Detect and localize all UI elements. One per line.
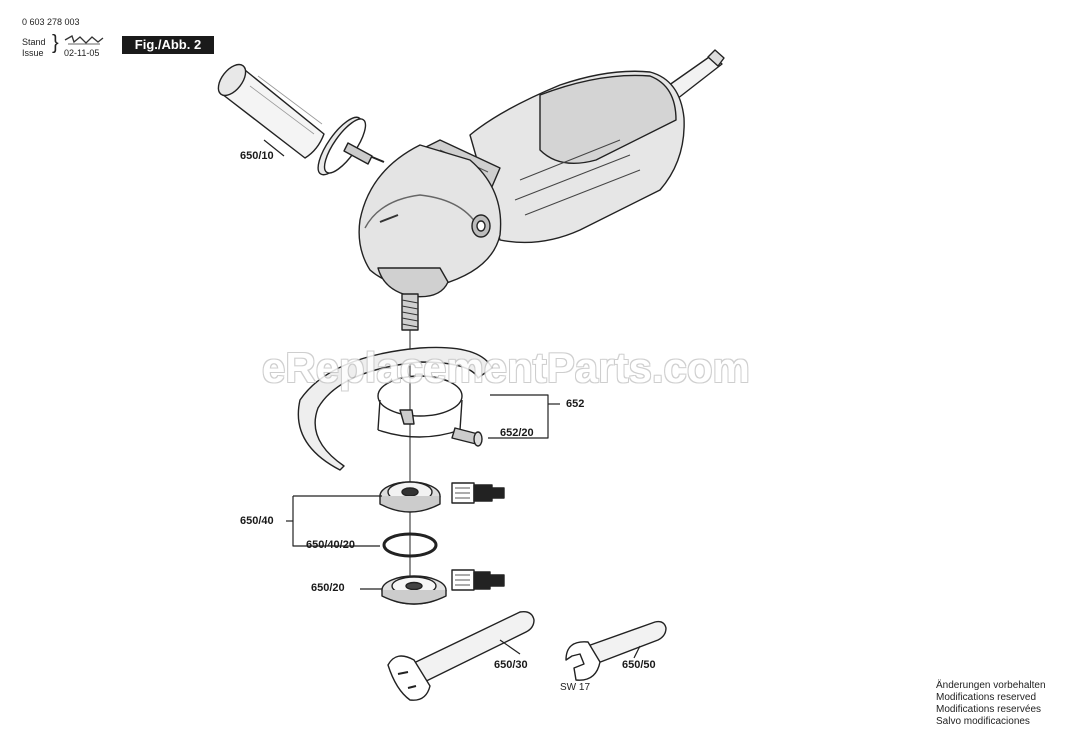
document-number: 0 603 278 003 [22, 17, 80, 27]
notes-block: Änderungen vorbehalten Modifications res… [936, 680, 1046, 728]
mounting-flange-drawing [379, 481, 441, 513]
callout-flange-set: 650/40 [240, 515, 274, 527]
callout-pin-wrench: 650/30 [494, 659, 528, 671]
flange-detail-drawing [451, 482, 505, 504]
note-spanish: Salvo modificaciones [936, 716, 1030, 727]
angle-grinder-drawing [358, 49, 725, 331]
callout-clamp-nut: 650/20 [311, 582, 345, 594]
stand-label: Stand [22, 37, 46, 47]
callout-guard: 652 [566, 398, 585, 410]
watermark-text: eReplacementParts.com [262, 344, 750, 391]
callout-open-wrench: 650/50 [622, 659, 656, 671]
figure-label: Fig./Abb. 2 [122, 36, 214, 54]
wheel-guard-drawing [297, 346, 493, 471]
callout-handle: 650/10 [240, 150, 274, 162]
issue-label: Issue [22, 48, 44, 58]
note-french: Modifications reservées [936, 704, 1042, 715]
pin-wrench-drawing [387, 610, 535, 701]
callout-guard-screw: 652/20 [500, 427, 534, 439]
note-english: Modifications reserved [936, 692, 1037, 703]
o-ring-drawing [382, 532, 438, 558]
leader-lines [263, 139, 641, 659]
clamp-nut-drawing [381, 575, 447, 605]
callout-o-ring: 650/40/20 [306, 539, 355, 551]
header-brace: } [52, 32, 59, 54]
issue-date: 02-11-05 [64, 48, 100, 58]
wrench-size-label: SW 17 [560, 682, 591, 693]
note-german: Änderungen vorbehalten [936, 680, 1046, 691]
open-wrench-drawing [565, 620, 667, 681]
auxiliary-handle-drawing [217, 63, 385, 176]
nut-detail-drawing [451, 569, 505, 591]
approval-stamp-icon [64, 35, 104, 45]
